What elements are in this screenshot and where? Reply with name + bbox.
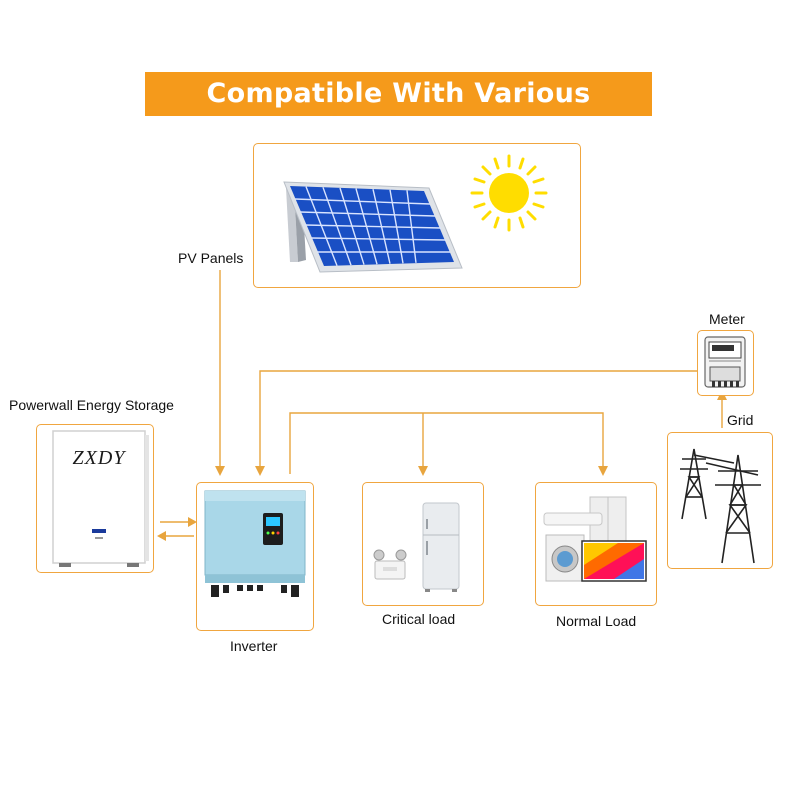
meter-to-inverter-line <box>260 371 697 468</box>
inverter-box <box>196 482 314 631</box>
arrow-normal-load <box>598 466 608 476</box>
sun-icon <box>462 146 562 246</box>
normal-load-label: Normal Load <box>556 613 636 629</box>
meter-box <box>697 330 754 396</box>
powerwall-label: Powerwall Energy Storage <box>9 397 174 413</box>
grid-label: Grid <box>727 412 753 428</box>
battery-brand-label: ZXDY <box>53 447 145 470</box>
power-tower-icon <box>668 433 771 567</box>
normal-load-box <box>535 482 657 606</box>
powerwall-box: ZXDY <box>36 424 154 573</box>
pv-panel-box <box>253 143 581 288</box>
critical-load-box <box>362 482 484 606</box>
critical-load-label: Critical load <box>382 611 455 627</box>
arrow-critical-load <box>418 466 428 476</box>
appliances-icon <box>536 483 655 604</box>
arrow-inverter-battery <box>157 531 166 541</box>
inverter-icon <box>197 483 312 629</box>
arrow-meter-inverter <box>255 466 265 476</box>
meter-label: Meter <box>709 311 745 327</box>
emergency-light-icon <box>367 537 427 597</box>
inverter-label: Inverter <box>230 638 277 654</box>
arrow-pv-inverter <box>215 466 225 476</box>
pv-panels-label: PV Panels <box>178 250 243 266</box>
inverter-to-loads-line <box>290 413 603 474</box>
meter-icon <box>698 331 752 394</box>
grid-box <box>667 432 773 569</box>
